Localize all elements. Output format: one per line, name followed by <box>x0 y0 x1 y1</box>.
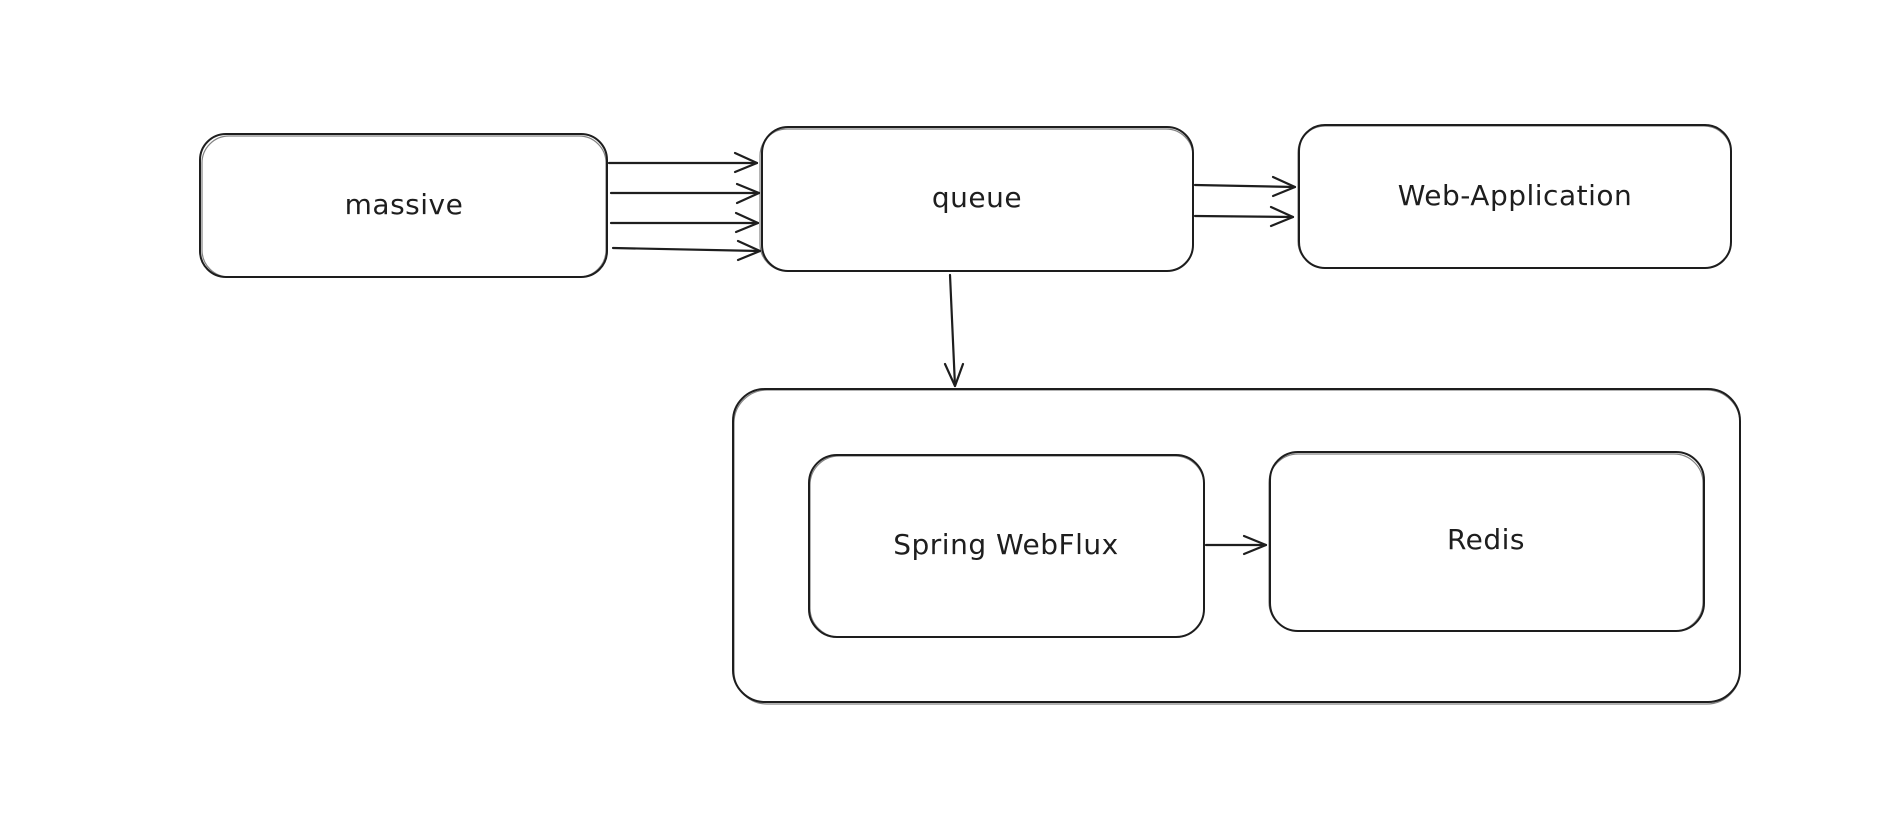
redis-node[interactable]: Redis <box>1268 451 1705 632</box>
massive-to-queue-arrow-2 <box>609 182 761 205</box>
spring-webflux-to-redis-arrow <box>1204 534 1268 556</box>
queue-to-web-application-arrow-2 <box>1193 205 1295 228</box>
queue-to-web-application-arrow-1 <box>1193 175 1297 198</box>
massive-label: massive <box>345 188 464 221</box>
massive-node[interactable]: massive <box>199 133 608 278</box>
web-application-node[interactable]: Web-Application <box>1297 124 1732 269</box>
spring-webflux-label: Spring WebFlux <box>893 528 1119 561</box>
spring-webflux-node[interactable]: Spring WebFlux <box>808 454 1205 638</box>
web-application-label: Web-Application <box>1398 179 1632 212</box>
queue-label: queue <box>932 181 1022 214</box>
queue-node[interactable]: queue <box>759 126 1194 272</box>
redis-label: Redis <box>1447 523 1525 556</box>
massive-to-queue-arrow-4 <box>611 239 762 262</box>
massive-to-queue-arrow-3 <box>609 211 760 234</box>
queue-to-service-group-arrow <box>943 273 965 388</box>
massive-to-queue-arrow-1 <box>607 151 759 174</box>
